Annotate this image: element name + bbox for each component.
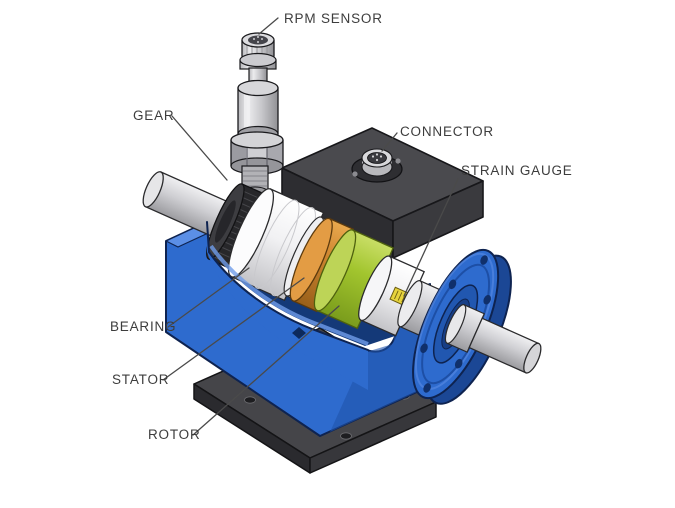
- housing-slot-hole: [292, 327, 306, 339]
- label-bearing: BEARING: [110, 319, 176, 334]
- mounting-hole: [244, 396, 256, 404]
- connector-pins: [371, 153, 383, 162]
- sensor-body: [237, 79, 279, 143]
- flange-bolt-holes: [420, 255, 491, 393]
- connector-screw: [395, 158, 401, 164]
- label-stator: STATOR: [112, 372, 169, 387]
- label-connector: CONNECTOR: [400, 124, 494, 139]
- label-rpm-sensor: RPM SENSOR: [284, 11, 383, 26]
- output-shaft: [444, 304, 542, 374]
- label-gear: GEAR: [133, 108, 174, 123]
- label-strain-gauge: STRAIN GAUGE: [461, 163, 573, 178]
- mounting-hole: [340, 432, 352, 440]
- leader-line-bearing: [167, 267, 250, 328]
- leader-line-gear: [171, 115, 228, 181]
- rpm-sensor-graphic: [230, 32, 284, 198]
- connector-graphic: [351, 148, 403, 183]
- leader-line-rpm-sensor: [258, 17, 279, 35]
- leader-line-strain-gauge: [403, 178, 459, 297]
- leader-line-rotor: [192, 305, 340, 436]
- leader-line-connector: [381, 132, 398, 152]
- shaft-assembly: [142, 171, 441, 337]
- leader-lines: [162, 17, 459, 436]
- part-labels: RPM SENSOR GEAR CONNECTOR STRAIN GAUGE B…: [110, 11, 573, 442]
- connector-screw: [352, 171, 358, 177]
- leader-line-stator: [162, 277, 305, 381]
- label-rotor: ROTOR: [148, 427, 201, 442]
- flange-group: [412, 248, 542, 405]
